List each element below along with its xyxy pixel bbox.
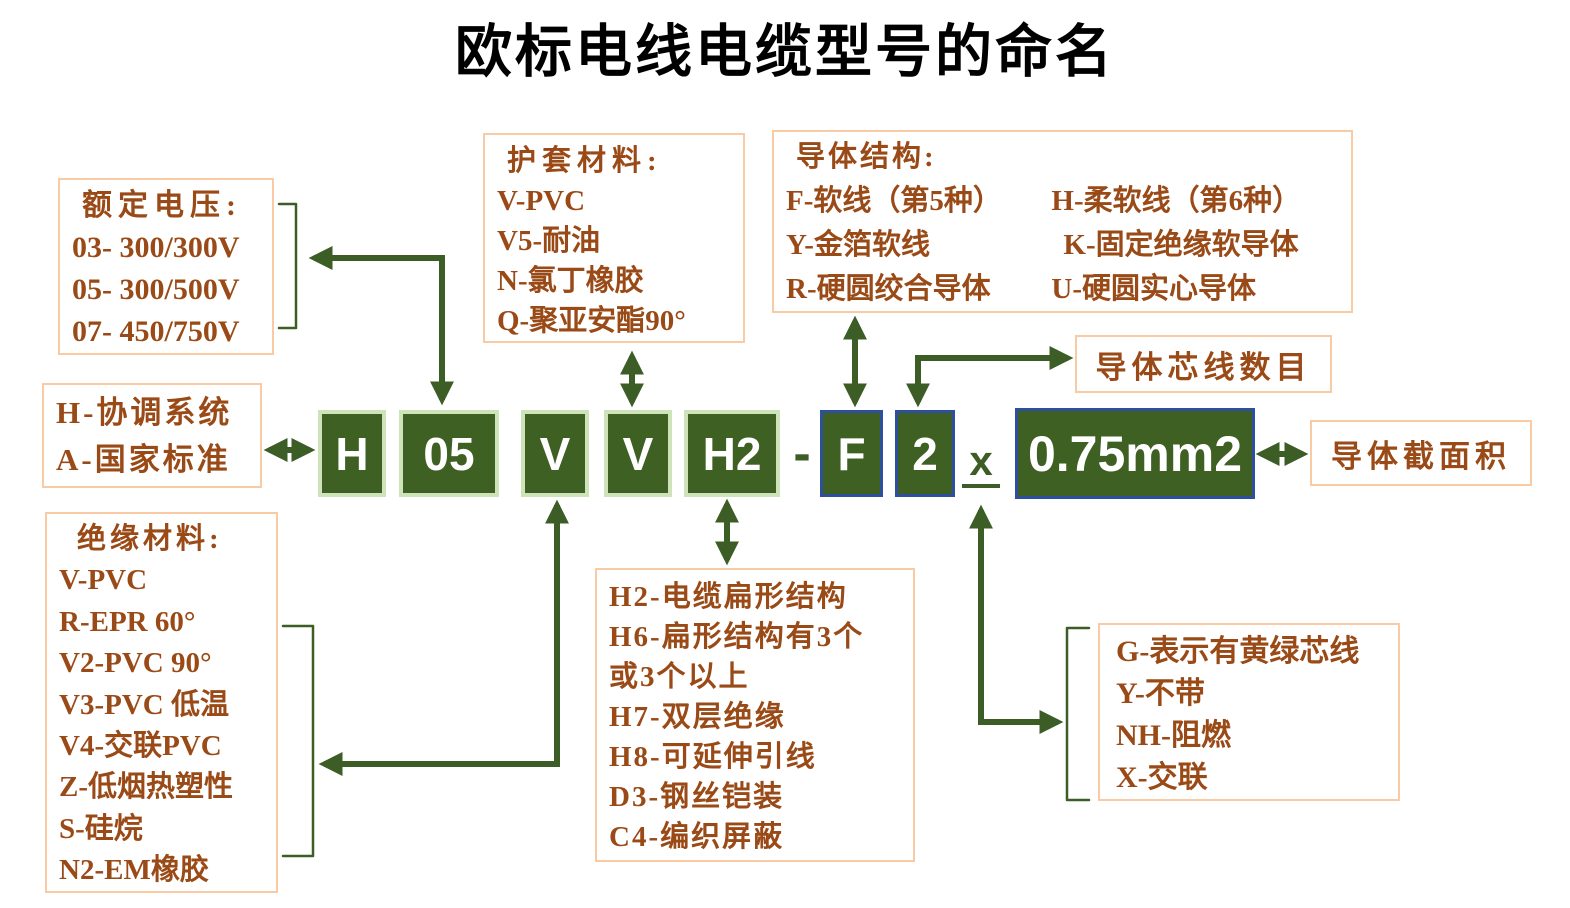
core-color-box: G-表示有黄绿芯线 Y-不带 NH-阻燃 X-交联 (1098, 623, 1400, 801)
code-box-insulation: V (521, 410, 589, 497)
code-box-shape: H2 (684, 410, 780, 497)
conductor-structure-cell: R-硬圆绞合导体 (786, 273, 991, 305)
conductor-structure-cell: K-固定绝缘软导体 (1063, 229, 1299, 261)
conductor-structure-cell: Y-金箔软线 (786, 229, 930, 261)
conductor-structure-cell: U-硬圆实心导体 (1051, 273, 1257, 305)
sheath-line: N-氯丁橡胶 (497, 265, 644, 297)
code-cross-section-value: 0.75mm2 (1027, 425, 1243, 482)
cross-section-box: 导体截面积 (1310, 420, 1532, 486)
code-shape-value: H2 (702, 427, 762, 480)
code-box-sheath: V (604, 410, 672, 497)
system-line: A-国家标准 (56, 442, 231, 477)
code-box-core-count: 2 (895, 410, 955, 497)
bracket-rated-voltage (277, 202, 298, 330)
system-line: H-协调系统 (56, 395, 233, 430)
sheath-line: V5-耐油 (497, 225, 601, 257)
insulation-line: R-EPR 60° (59, 605, 196, 638)
multiplier-value: x (969, 437, 993, 484)
shape-structure-line: H8-可延伸引线 (609, 741, 817, 773)
code-box-conductor: F (820, 410, 883, 497)
core-color-line: G-表示有黄绿芯线 (1116, 635, 1360, 668)
insulation-line: S-硅烷 (59, 812, 143, 845)
insulation-line: N2-EM橡胶 (59, 854, 209, 887)
code-box-system: H (318, 410, 386, 497)
sheath-line: V-PVC (497, 185, 586, 217)
conductor-structure-title: 导体结构: (796, 141, 937, 173)
rated-voltage-line: 07- 450/750V (72, 315, 240, 348)
bracket-core-color (1065, 626, 1091, 802)
arrow-insulation-to-v (318, 499, 569, 776)
code-conductor-value: F (837, 427, 866, 480)
sheath-line: Q-聚亚安酯90° (497, 305, 686, 337)
insulation-line: Z-低烟热塑性 (59, 771, 234, 804)
core-count-label: 导体芯线数目 (1095, 349, 1312, 385)
multiplier-symbol: x (962, 437, 1000, 488)
insulation-line: V3-PVC 低温 (59, 688, 229, 721)
sheath-box: 护套材料: V-PVC V5-耐油 N-氯丁橡胶 Q-聚亚安酯90° (483, 133, 745, 343)
system-box: H-协调系统 A-国家标准 (42, 383, 262, 488)
insulation-title: 绝缘材料: (77, 523, 223, 555)
code-insulation-value: V (539, 427, 571, 480)
insulation-box: 绝缘材料: V-PVC R-EPR 60° V2-PVC 90° V3-PVC … (45, 512, 278, 893)
code-sheath-value: V (622, 427, 654, 480)
dash-symbol: - (788, 410, 816, 497)
insulation-line: V2-PVC 90° (59, 647, 212, 680)
conductor-structure-box: 导体结构: F-软线（第5种） H-柔软线（第6种） Y-金箔软线 K-固定绝缘… (772, 130, 1353, 313)
core-color-line: Y-不带 (1116, 677, 1205, 710)
code-voltage-value: 05 (423, 427, 475, 480)
cross-section-label: 导体截面积 (1331, 438, 1511, 474)
code-core-count-value: 2 (912, 427, 938, 480)
sheath-title: 护套材料: (507, 145, 663, 177)
page-title: 欧标电线电缆型号的命名 (455, 21, 1115, 84)
shape-structure-line: 或3个以上 (609, 661, 750, 693)
shape-structure-line: C4-编织屏蔽 (609, 821, 785, 853)
core-color-line: NH-阻燃 (1116, 719, 1231, 752)
rated-voltage-line: 03- 300/300V (72, 231, 240, 264)
core-color-line: X-交联 (1116, 761, 1208, 794)
shape-structure-line: H7-双层绝缘 (609, 701, 786, 733)
code-box-cross-section: 0.75mm2 (1015, 408, 1255, 499)
rated-voltage-title: 额定电压: (82, 189, 242, 222)
conductor-structure-cell: F-软线（第5种） (786, 185, 1002, 217)
insulation-line: V4-交联PVC (59, 730, 222, 763)
bracket-insulation (281, 624, 315, 858)
core-count-box: 导体芯线数目 (1075, 335, 1332, 393)
dash-value: - (793, 424, 811, 483)
arrow-core-count-to-2 (906, 346, 1074, 408)
arrow-rated-voltage-to-05 (308, 246, 454, 406)
arrow-x-to-core-color (969, 504, 1064, 734)
insulation-line: V-PVC (59, 564, 148, 597)
rated-voltage-line: 05- 300/500V (72, 273, 240, 306)
code-system-value: H (335, 427, 369, 480)
conductor-structure-cell: H-柔软线（第6种） (1051, 185, 1302, 217)
shape-structure-line: H2-电缆扁形结构 (609, 581, 848, 613)
shape-structure-box: H2-电缆扁形结构 H6-扁形结构有3个 或3个以上 H7-双层绝缘 H8-可延… (595, 568, 915, 862)
shape-structure-line: D3-钢丝铠装 (609, 781, 785, 813)
shape-structure-line: H6-扁形结构有3个 (609, 621, 865, 653)
code-box-voltage: 05 (399, 410, 499, 497)
rated-voltage-box: 额定电压: 03- 300/300V 05- 300/500V 07- 450/… (58, 178, 274, 355)
